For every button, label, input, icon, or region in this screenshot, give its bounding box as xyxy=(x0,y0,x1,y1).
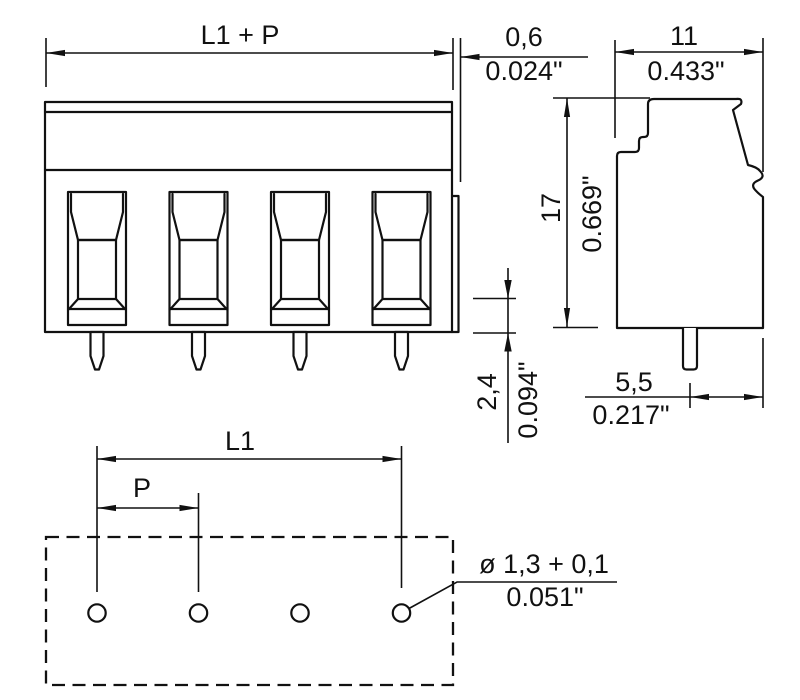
dim-label-mm: 11 xyxy=(670,21,698,51)
solder-pin-1 xyxy=(89,330,105,371)
clamp-opening-4 xyxy=(371,190,432,327)
dimension-pin-setback: 2,4 0.094" xyxy=(472,268,543,443)
drill-hole-2 xyxy=(188,603,209,623)
dim-label-mm: ø 1,3 + 0,1 xyxy=(479,549,609,579)
dim-label-inch: 0.217" xyxy=(592,400,669,430)
front-view-body xyxy=(43,100,454,334)
dim-label-l1-plus-p: L1 + P xyxy=(201,20,280,50)
drilling-plan xyxy=(44,535,455,687)
dim-label-mm: 5,5 xyxy=(615,367,653,397)
clamp-opening-2 xyxy=(168,190,229,327)
dim-label-inch: 0.433" xyxy=(647,56,724,86)
dimension-pitch: P xyxy=(97,473,200,592)
dim-label-l1: L1 xyxy=(225,426,255,456)
dim-label-mm: 0,6 xyxy=(505,22,543,52)
side-solder-pin xyxy=(681,328,699,371)
clamp-opening-3 xyxy=(269,190,331,327)
solder-pin-2 xyxy=(190,330,207,371)
leader-line xyxy=(408,581,617,610)
dimension-side-height: 17 0.669" xyxy=(536,97,650,329)
dim-label-inch: 0.094" xyxy=(513,361,543,438)
side-view xyxy=(615,97,765,371)
drill-hole-3 xyxy=(290,603,310,623)
dim-label-mm: 2,4 xyxy=(472,373,502,411)
drill-hole-4 xyxy=(391,603,412,623)
dim-label-mm: 17 xyxy=(536,193,566,223)
solder-pin-4 xyxy=(393,330,410,371)
dim-label-inch: 0.024" xyxy=(485,56,562,86)
dimension-end-wall: 0,6 0.024" xyxy=(459,22,588,182)
arrowhead xyxy=(504,280,512,299)
arrowhead xyxy=(504,333,512,352)
dim-label-inch: 0.051" xyxy=(506,582,583,612)
dimension-l1-plus-p: L1 + P xyxy=(45,20,454,90)
hole-diameter-callout: ø 1,3 + 0,1 0.051" xyxy=(408,549,617,612)
dimension-hole-span: L1 xyxy=(96,426,403,592)
side-profile xyxy=(615,97,765,330)
clamp-opening-1 xyxy=(66,190,128,327)
dimension-side-width: 11 0.433" xyxy=(614,21,764,172)
solder-pin-3 xyxy=(292,330,308,371)
front-view xyxy=(43,100,460,371)
end-wall-edge xyxy=(450,194,460,334)
pcb-outline-dashed xyxy=(44,535,455,687)
dim-label-p: P xyxy=(133,473,151,503)
dimension-pin-to-edge: 5,5 0.217" xyxy=(585,338,764,430)
drill-hole-1 xyxy=(87,603,107,623)
dim-label-inch: 0.669" xyxy=(577,175,607,252)
